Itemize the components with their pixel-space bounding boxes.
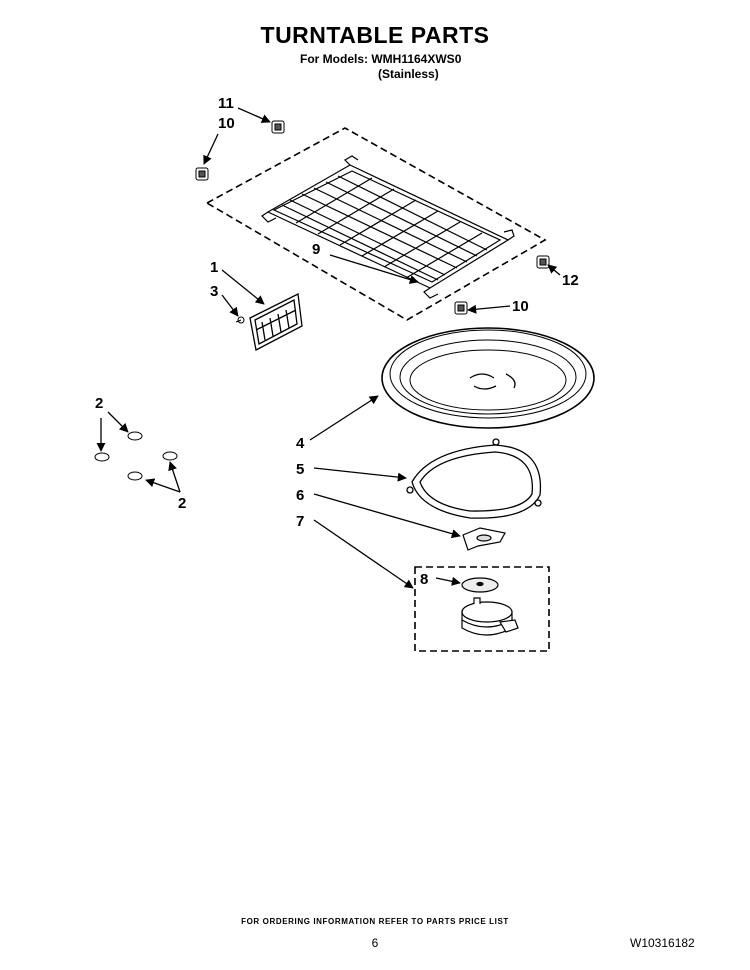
callout-10-upper: 10 — [218, 115, 235, 132]
leader-lines — [96, 107, 561, 589]
callout-10-lower: 10 — [512, 298, 529, 315]
roller-ring — [406, 438, 542, 519]
bottom-pads — [94, 431, 178, 481]
motor-dashed-box — [414, 566, 550, 652]
document-code: W10316182 — [630, 936, 695, 950]
callout-3: 3 — [210, 283, 218, 300]
turntable-support-disc — [461, 577, 499, 593]
models-line: For Models: WMH1164XWS0 — [300, 52, 462, 66]
callout-7: 7 — [296, 513, 304, 530]
rack-clip-10-upper — [195, 167, 209, 181]
page-title: TURNTABLE PARTS — [260, 22, 490, 48]
page-number: 6 — [371, 936, 379, 950]
callout-12: 12 — [562, 272, 579, 289]
rack-clip-12 — [536, 255, 550, 269]
callout-5: 5 — [296, 461, 304, 478]
callout-2-lower: 2 — [178, 495, 186, 512]
wire-rack — [261, 155, 515, 299]
callout-2-upper: 2 — [95, 395, 103, 412]
callout-8: 8 — [420, 571, 428, 588]
filter-panel — [249, 293, 303, 351]
callout-4: 4 — [296, 435, 305, 452]
ordering-note: FOR ORDERING INFORMATION REFER TO PARTS … — [241, 917, 509, 926]
callout-11: 11 — [218, 95, 234, 112]
rack-dashed-box — [205, 127, 547, 321]
turntable-motor — [461, 597, 519, 636]
callout-9: 9 — [312, 241, 320, 258]
turntable-coupler — [462, 527, 506, 551]
turntable-glass-tray — [381, 327, 595, 429]
callout-1: 1 — [210, 259, 218, 276]
callout-6: 6 — [296, 487, 304, 504]
filter-screw — [235, 316, 245, 324]
rack-clip-11 — [271, 120, 285, 134]
finish-label: (Stainless) — [378, 67, 439, 81]
rack-clip-10-lower — [454, 301, 468, 315]
